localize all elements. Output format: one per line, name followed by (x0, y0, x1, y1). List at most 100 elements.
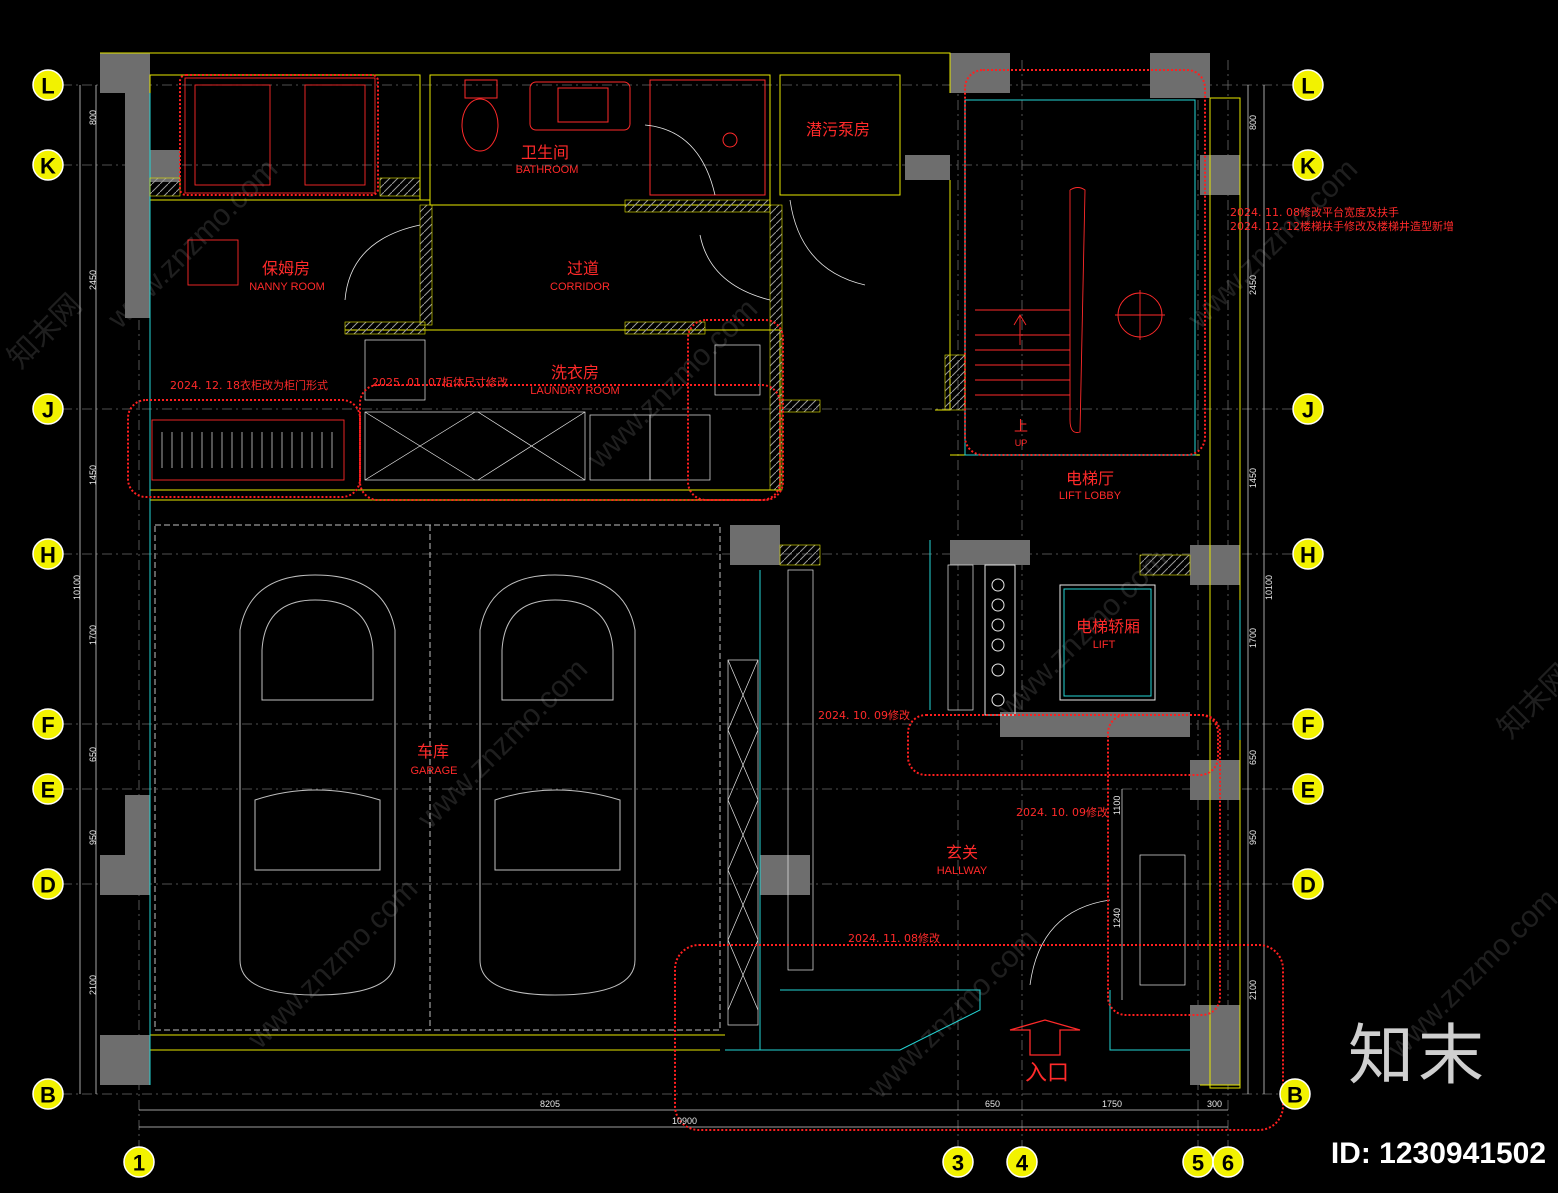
axis-bubble-circle (1292, 393, 1324, 425)
axis-bubble-label: L (41, 74, 54, 99)
axis-bubble-label: 5 (1192, 1151, 1204, 1176)
axis-bubble-circle (1006, 1146, 1038, 1178)
axis-bubble-label: D (40, 873, 56, 898)
room-hallway-en: HALLWAY (937, 865, 988, 877)
watermark-text: www.znzmo.com (861, 922, 1044, 1105)
stair-up-en: UP (1015, 438, 1028, 448)
brand-logo: 知末 (1348, 1017, 1488, 1094)
dimension-label: 10100 (1264, 575, 1274, 600)
axis-bubble-label: E (1301, 778, 1316, 803)
garage-cars (154, 524, 721, 1031)
shower (649, 79, 766, 196)
dimension-label: 2100 (88, 975, 98, 995)
axis-bubble-row-right: H (1292, 538, 1324, 570)
dim-left: 800 2450 1450 10100 1700 650 950 2100 (72, 110, 98, 995)
axis-bubble-label: 6 (1222, 1151, 1234, 1176)
dimension-label: 300 (1207, 1099, 1222, 1109)
sink (529, 81, 631, 131)
axis-bubble-row-left: E (32, 773, 64, 805)
dimension-label: 1240 (1112, 908, 1122, 928)
walls (100, 53, 1240, 1085)
door-swings (344, 124, 1111, 986)
dimension-label: 650 (1248, 750, 1258, 765)
axis-bubble-label: B (1287, 1083, 1303, 1108)
axis-bubble-circle (1212, 1146, 1244, 1178)
axis-bubble-row-left: L (32, 69, 64, 101)
watermark-text: www.znzmo.com (241, 872, 424, 1055)
dimension-lines (79, 85, 1265, 1128)
room-lift-cn: 电梯轿厢 (1076, 617, 1140, 636)
dimension-label: 800 (88, 110, 98, 125)
axis-bubble-circle (32, 1078, 64, 1110)
staircase (975, 187, 1165, 433)
note-wardrobe: 2024. 12. 18衣柜改为柜门形式 (170, 378, 328, 392)
axis-bubble-circle (1292, 69, 1324, 101)
room-laundry-en: LAUNDRY ROOM (530, 385, 619, 397)
bed (184, 77, 376, 286)
dimension-label: 8205 (540, 1099, 560, 1109)
axis-bubble-row-right: J (1292, 393, 1324, 425)
note-bench: 2024. 11. 08修改 (848, 931, 940, 945)
note-laundry: 2025. 01. 07柜体尺寸修改 (372, 375, 508, 389)
room-labels: 卫生间 BATHROOM 潜污泵房 保姆房 NANNY ROOM 过道 CORR… (249, 120, 1140, 1086)
axis-bubble-circle (1292, 708, 1324, 740)
dim-bottom: 8205 650 1750 300 10900 1100 1240 (540, 796, 1222, 1126)
axis-bubble-row-right: E (1292, 773, 1324, 805)
dimension-label: 2450 (1248, 275, 1258, 295)
toilet (461, 79, 499, 152)
note-hall-1: 2024. 10. 09修改 (818, 708, 910, 722)
dimension-label: 950 (88, 830, 98, 845)
axis-bubble-label: B (40, 1083, 56, 1108)
axis-bubble-circle (123, 1146, 155, 1178)
revision-clouds (127, 69, 1284, 1131)
stair-up-cn: 上 (1014, 419, 1028, 435)
axis-bubble-row-right: D (1292, 868, 1324, 900)
watermark-brand: 知末网 (1492, 658, 1558, 745)
wardrobe (151, 419, 345, 481)
axis-bubble-label: K (40, 154, 56, 179)
axis-bubble-row-right: F (1292, 708, 1324, 740)
dimension-label: 1700 (1248, 628, 1258, 648)
image-id: ID: 1230941502 (1330, 1137, 1546, 1170)
axis-bubble-circle (32, 773, 64, 805)
axis-bubble-circle (1292, 773, 1324, 805)
room-lift-en: LIFT (1093, 639, 1116, 651)
revision-notes: 2024. 11. 08修改平台宽度及扶手 2024. 12. 12楼梯扶手修改… (170, 205, 1454, 945)
axis-bubble-circle (1279, 1078, 1311, 1110)
axis-bubble-row-right: K (1292, 149, 1324, 181)
axis-bubble-col: 3 (942, 1146, 974, 1178)
axis-bubble-circle (1292, 149, 1324, 181)
dimension-label: 1750 (1102, 1099, 1122, 1109)
axis-bubble-label: L (1301, 74, 1314, 99)
right-axis: L K J H F E D B (1279, 69, 1324, 1110)
axis-bubble-row-left: H (32, 538, 64, 570)
axis-bubble-col: 6 (1212, 1146, 1244, 1178)
axis-bubble-row-right: L (1292, 69, 1324, 101)
axis-bubble-circle (1292, 538, 1324, 570)
axis-bubble-circle (32, 149, 64, 181)
dimension-label: 10100 (72, 575, 82, 600)
laundry-cabinets (364, 339, 761, 481)
note-hall-2: 2024. 10. 09修改 (1016, 805, 1108, 819)
axis-bubble-col: 5 (1182, 1146, 1214, 1178)
axis-bubble-label: F (1301, 713, 1314, 738)
note-stair-1: 2024. 11. 08修改平台宽度及扶手 (1230, 205, 1399, 219)
axis-bubble-label: H (1300, 543, 1316, 568)
room-garage-cn: 车库 (417, 742, 449, 761)
room-entrance-cn: 入口 (1025, 1061, 1069, 1086)
axis-bubble-label: J (42, 398, 54, 423)
dimension-label: 1700 (88, 625, 98, 645)
room-bathroom-en: BATHROOM (516, 164, 579, 176)
room-nanny-en: NANNY ROOM (249, 281, 325, 293)
dimension-label: 10900 (672, 1116, 697, 1126)
axis-bubble-row-right: B (1279, 1078, 1311, 1110)
room-lobby-en: LIFT LOBBY (1059, 490, 1122, 502)
room-lobby-cn: 电梯厅 (1066, 469, 1114, 488)
axis-bubble-label: E (41, 778, 56, 803)
room-corridor-en: CORRIDOR (550, 281, 610, 293)
dimension-label: 800 (1248, 115, 1258, 130)
axis-bubble-label: K (1300, 154, 1316, 179)
axis-bubble-col: 4 (1006, 1146, 1038, 1178)
